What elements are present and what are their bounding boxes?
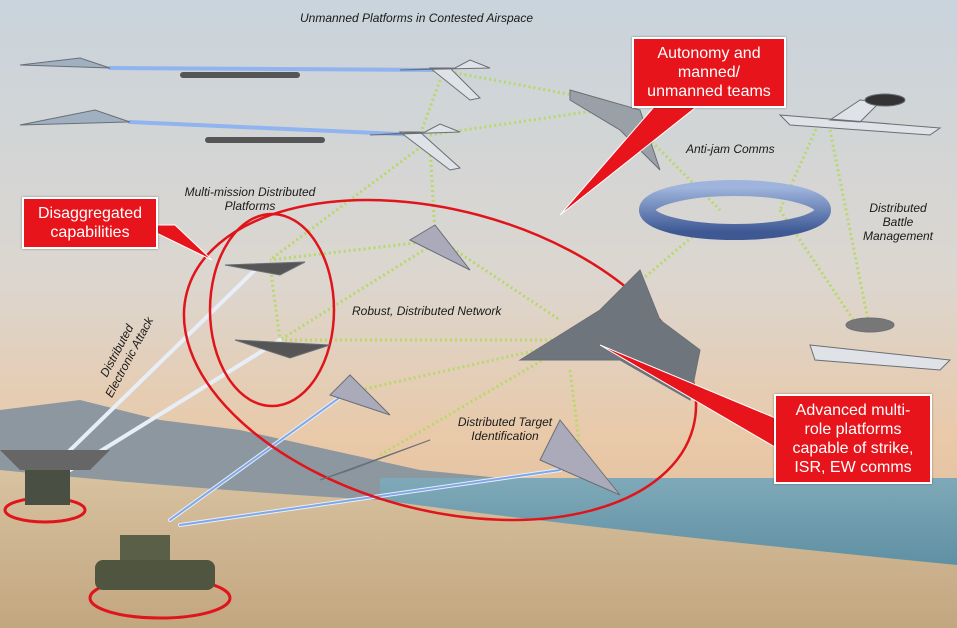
- label-target-id: Distributed Target Identification: [457, 415, 553, 443]
- label-network: Robust, Distributed Network: [352, 304, 502, 318]
- diagram-title: Unmanned Platforms in Contested Airspace: [300, 11, 534, 25]
- label-anti-jam-comms: Anti-jam Comms: [686, 142, 775, 156]
- radar-dish: [0, 450, 110, 470]
- anti-jam-ring-icon: [639, 180, 831, 240]
- disaggregated-ellipse: [208, 212, 336, 408]
- network-ellipse: [182, 198, 698, 522]
- ucav-2: [234, 339, 331, 359]
- sam-vehicle: [95, 560, 215, 590]
- radome: [864, 93, 906, 107]
- drone-2: [369, 123, 462, 171]
- radome: [845, 317, 895, 333]
- radar-unit: [25, 470, 70, 505]
- callout-autonomy: Autonomy and manned/ unmanned teams: [632, 37, 786, 108]
- label-battle-management: Distributed Battle Management: [862, 201, 934, 243]
- beach: [0, 470, 957, 628]
- e2-hawkeye: [809, 344, 952, 371]
- ground-units: [0, 450, 232, 620]
- su-fighters: [19, 57, 131, 126]
- drone-1: [399, 59, 491, 101]
- callout-advanced-platforms: Advanced multi-role platforms capable of…: [774, 394, 932, 484]
- callout-disaggregated: Disaggregated capabilities: [22, 197, 158, 249]
- missile: [205, 137, 325, 143]
- drone-low: [319, 439, 431, 481]
- missile: [180, 72, 300, 78]
- network-links: [268, 68, 872, 457]
- label-multi-mission: Multi-mission Distributed Platforms: [184, 185, 316, 213]
- ucav-4: [329, 374, 391, 416]
- beams: [58, 66, 562, 527]
- ucav-3: [408, 224, 471, 271]
- ucav-5: [539, 419, 621, 496]
- ucav-1: [224, 261, 306, 276]
